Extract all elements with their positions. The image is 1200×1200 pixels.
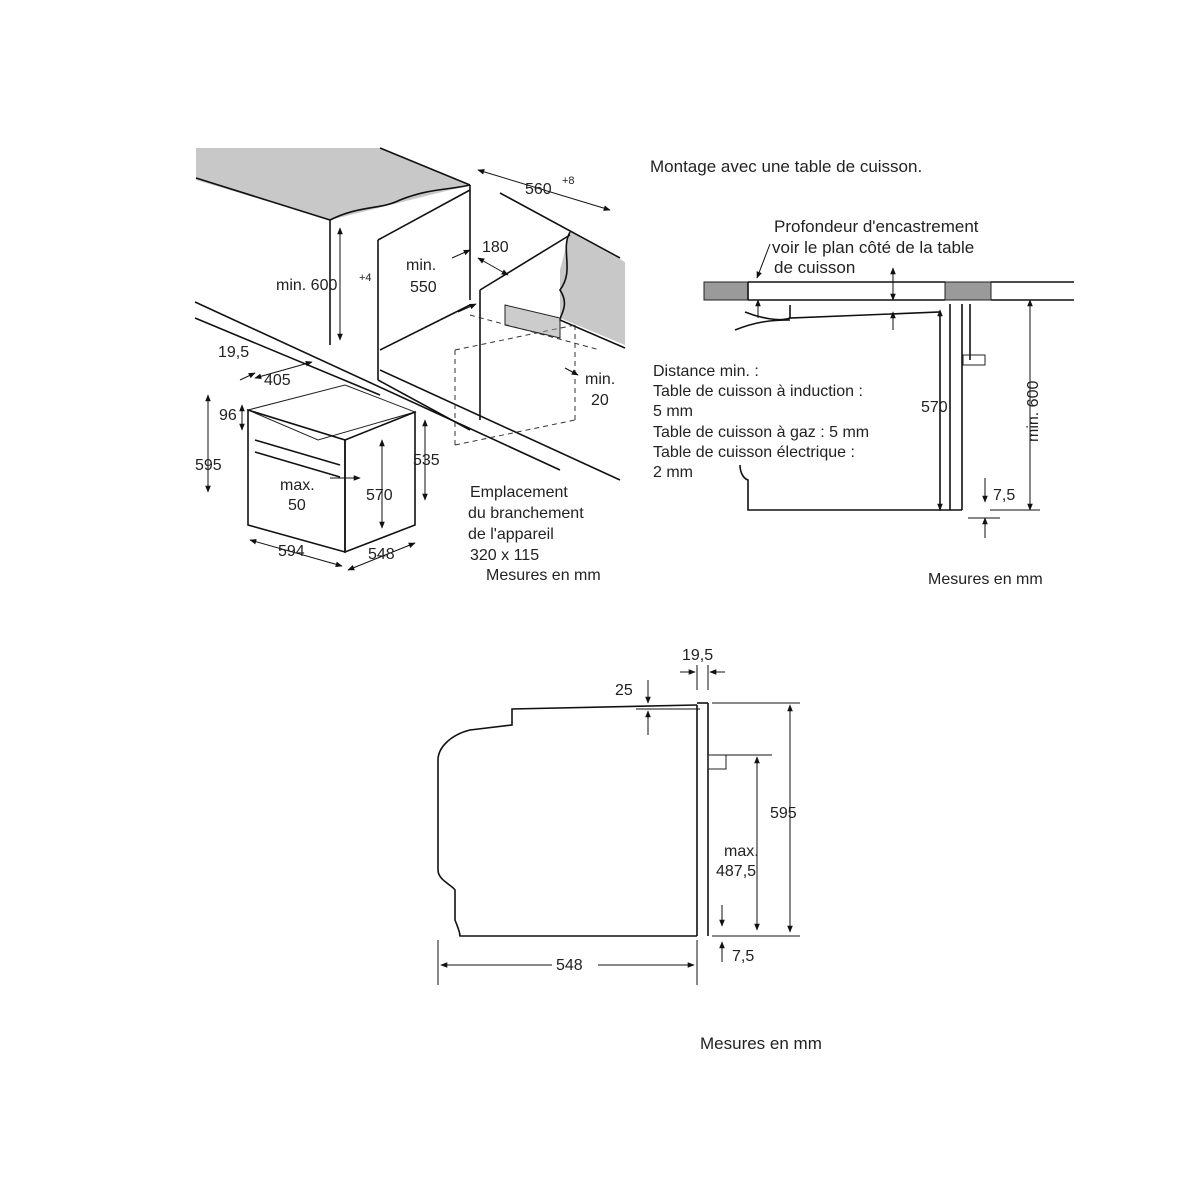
distance-line-2: Table de cuisson à induction : — [653, 383, 863, 400]
dim-max-label-side: max. — [724, 843, 759, 860]
connection-note-line-4: 320 x 115 — [470, 547, 539, 564]
dim-min-600: min. 600 — [276, 277, 337, 294]
distance-line-1: Distance min. : — [653, 363, 759, 380]
dim-min-20-label: min. — [585, 371, 615, 388]
isometric-dimension-lines — [205, 169, 611, 571]
connection-note-line-3: de l'appareil — [468, 526, 554, 543]
side-view-labels: 19,5 25 595 max. 487,5 548 7,5 Mesures e… — [556, 647, 822, 1053]
dim-180: 180 — [482, 239, 509, 256]
depth-label-line-1: Profondeur d'encastrement — [774, 217, 979, 236]
dim-548-side: 548 — [556, 957, 583, 974]
side-view-dimensions — [437, 665, 800, 985]
isometric-labels: 560 +8 min. 600 +4 min. 550 180 19,5 405… — [195, 175, 615, 584]
depth-label-line-2: voir le plan côté de la table — [772, 238, 974, 257]
hob-section-dimensions — [755, 243, 1040, 538]
connection-note-line-1: Emplacement — [470, 484, 568, 501]
hob-title: Montage avec une table de cuisson. — [650, 157, 922, 176]
dim-570-section: 570 — [921, 399, 948, 416]
dim-595: 595 — [195, 457, 222, 474]
units-top-left: Mesures en mm — [486, 567, 601, 584]
dim-min-600-tolerance: +4 — [359, 272, 372, 284]
connection-note-line-2: du branchement — [468, 505, 584, 522]
dim-max-50-value: 50 — [288, 497, 306, 514]
dim-595-side: 595 — [770, 805, 797, 822]
hob-section-drawing — [703, 281, 1074, 511]
side-view-drawing — [437, 702, 727, 937]
dim-25-side: 25 — [615, 682, 633, 699]
dim-96: 96 — [219, 407, 237, 424]
hob-section-labels: Montage avec une table de cuisson. Profo… — [650, 157, 1043, 588]
units-top-right: Mesures en mm — [928, 571, 1043, 588]
depth-label-line-3: de cuisson — [774, 258, 855, 277]
isometric-cabinet-drawing — [194, 147, 626, 554]
dim-min-20-value: 20 — [591, 392, 609, 409]
dim-560: 560 — [525, 181, 552, 198]
dim-405: 405 — [264, 372, 291, 389]
dim-560-tolerance: +8 — [562, 175, 575, 187]
distance-line-6: 2 mm — [653, 464, 693, 481]
dim-max-value-side: 487,5 — [716, 863, 756, 880]
dim-min-600-section: min. 600 — [1025, 381, 1042, 442]
dim-19-5-side: 19,5 — [682, 647, 713, 664]
dim-19-5: 19,5 — [218, 344, 249, 361]
dim-7-5-section: 7,5 — [993, 487, 1015, 504]
distance-line-3: 5 mm — [653, 403, 693, 420]
dim-min-550-label: min. — [406, 257, 436, 274]
dim-535: 535 — [413, 452, 440, 469]
units-bottom: Mesures en mm — [700, 1034, 822, 1053]
dim-7-5-side: 7,5 — [732, 948, 754, 965]
dim-max-50-label: max. — [280, 477, 315, 494]
dim-548: 548 — [368, 546, 395, 563]
distance-line-5: Table de cuisson électrique : — [653, 444, 855, 461]
distance-line-4: Table de cuisson à gaz : 5 mm — [653, 424, 869, 441]
dim-min-550-value: 550 — [410, 279, 437, 296]
dim-594: 594 — [278, 543, 305, 560]
dim-570: 570 — [366, 487, 393, 504]
